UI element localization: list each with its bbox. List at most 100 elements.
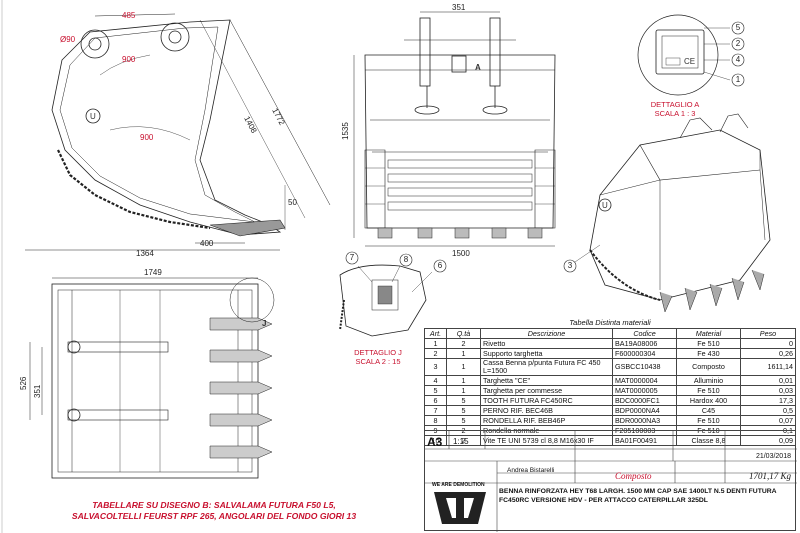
dim-351-left: 351 [33,384,42,398]
sheet-scale: 1:15 [453,437,469,446]
detail-a-scale: SCALA 1 : 3 [654,109,696,118]
detail-a-view: CE [637,14,731,96]
bom-cell-qty: 1 [446,358,481,376]
note-line-2: SALVACOLTELLI FEURST RPF 265, ANGOLARI D… [71,511,357,521]
dim-1500: 1500 [452,249,470,258]
bom-cell-art: 8 [424,415,447,426]
bom-cell-weight: 1611,14 [740,358,796,376]
dim-1535: 1535 [341,122,350,140]
bom-cell-material: Hardox 400 [676,395,741,406]
bom-cell-material: Fe 510 [676,415,741,426]
svg-text:U: U [90,112,96,121]
drawing-note: TABELLARE SU DISEGNO B: SALVALAMA FUTURA… [44,500,384,522]
note-line-1: TABELLARE SU DISEGNO B: SALVALAMA FUTURA… [92,500,336,510]
callout-circle-3 [563,259,577,273]
bom-table: Art. Q.tà Descrizione Codice Material Pe… [424,328,796,446]
bom-cell-weight: 0 [740,338,796,349]
bom-cell-description: Supporto targhetta [480,348,613,359]
dim-diameter-90: Ø90 [60,35,76,44]
bom-cell-material: C45 [676,405,741,416]
sheet-format: A3 [427,435,443,449]
bom-cell-description: Rivetto [480,338,613,349]
bom-cell-code: MAT0000004 [612,375,677,386]
bom-header-art: Art. [424,328,447,339]
drawing-date: 21/03/2018 [755,453,791,460]
bom-header-code: Codice [612,328,677,339]
bom-cell-weight: 17,3 [740,395,796,406]
bom-cell-material: Fe 430 [676,348,741,359]
bom-cell-description: Targhetta per commesse [480,385,613,396]
section-a-label: A [475,63,481,72]
isometric-view: U [574,113,771,313]
bom-cell-weight: 0,03 [740,385,796,396]
bom-cell-code: GSBCC10438 [612,358,677,376]
material-value: Composto [615,471,652,481]
section-j-label: J [262,319,266,328]
detail-a-caption: DETTAGLIO A SCALA 1 : 3 [640,100,710,118]
bom-cell-art: 6 [424,395,447,406]
bom-cell-qty: 5 [446,415,481,426]
bom-cell-description: Cassa Benna p/punta Futura FC 450 L=1500 [480,358,613,376]
bom-header-material: Material [676,328,741,339]
bom-header-description: Descrizione [480,328,613,339]
bom-cell-code: BDC0000FC1 [612,395,677,406]
callout-2: 2 [736,39,741,48]
bom-cell-material: Fe 510 [676,385,741,396]
detail-j-caption: DETTAGLIO J SCALA 2 : 15 [338,348,418,366]
dim-900-a: 900 [140,133,154,142]
callout-group-a [731,21,745,87]
bom-cell-qty: 5 [446,395,481,406]
bom-cell-art: 1 [424,338,447,349]
dim-900-b: 900 [122,55,136,64]
callout-6: 6 [438,261,443,270]
bom-cell-qty: 1 [446,385,481,396]
total-weight: 1701,17 Kg [748,471,791,481]
bom-cell-art: 4 [424,375,447,386]
dim-351-top: 351 [452,3,466,12]
detail-j-scale: SCALA 2 : 15 [355,357,401,366]
front-view [353,11,556,247]
detail-a-title: DETTAGLIO A [650,100,700,109]
callout-7: 7 [350,253,355,262]
bom-cell-description: PERNO RIF. BEC46B [480,405,613,416]
dim-1364: 1364 [136,249,154,258]
bucket-brand-logo-icon [434,492,486,524]
bom-header-qty: Q.tà [446,328,481,339]
drawn-by: Andrea Bistarelli [507,467,555,474]
title-block: A3 1:15 21/03/2018 Andrea Bistarelli Com… [424,430,797,532]
svg-text:U: U [602,201,608,210]
svg-text:CE: CE [684,57,695,66]
bom-cell-material: Fe 510 [676,338,741,349]
bom-cell-art: 3 [424,358,447,376]
callout-group-j [345,251,447,273]
bom-cell-weight: 0,26 [740,348,796,359]
bill-of-materials: Tabella Distinta materiali Art. Q.tà Des… [424,318,796,446]
bom-cell-code: BA19A08006 [612,338,677,349]
bom-cell-art: 7 [424,405,447,416]
dim-1772: 1772 [270,107,287,127]
bom-cell-weight: 0,5 [740,405,796,416]
callout-5: 5 [736,23,741,32]
title-block-grid [425,431,797,532]
dim-526: 526 [19,376,28,390]
bom-cell-qty: 5 [446,405,481,416]
detail-j-title: DETTAGLIO J [354,348,402,357]
side-view: U [25,13,331,251]
bom-title: Tabella Distinta materiali [569,318,651,327]
bom-cell-art: 2 [424,348,447,359]
part-description: BENNA RINFORZATA HEY T68 LARGH. 1500 MM … [499,488,777,504]
dim-400: 400 [200,239,214,248]
bom-cell-art: 5 [424,385,447,396]
callout-1: 1 [736,75,741,84]
bom-cell-code: BDP0000NA4 [612,405,677,416]
detail-j-view [339,264,433,337]
